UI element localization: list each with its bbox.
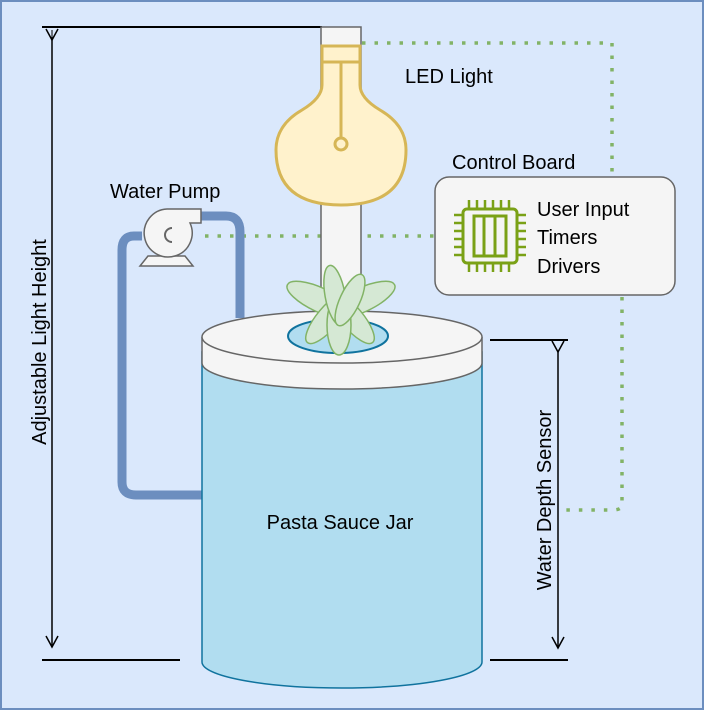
light-bulb-icon — [274, 44, 408, 207]
pasta-sauce-jar — [201, 310, 483, 689]
water-pump-label: Water Pump — [110, 181, 220, 203]
control-board-line: Drivers — [537, 256, 600, 278]
led-light-label: LED Light — [405, 66, 493, 88]
control-board — [434, 176, 676, 296]
microchip-icon — [454, 200, 526, 272]
led-signal-line — [362, 41, 614, 175]
sensor-signal-line — [560, 297, 624, 512]
light-height-label: Adjustable Light Height — [29, 239, 51, 445]
control-board-line: User Input — [537, 199, 630, 221]
plant-icon — [286, 264, 396, 356]
control-board-line: Timers — [537, 227, 597, 249]
water-pipe — [117, 211, 245, 500]
water-depth-dimension — [490, 339, 568, 661]
water-pump-icon — [138, 208, 202, 267]
water-depth-sensor-label: Water Depth Sensor — [534, 409, 556, 590]
light-height-dimension — [42, 26, 322, 661]
jar-label: Pasta Sauce Jar — [267, 512, 414, 534]
control-board-label: Control Board — [452, 152, 575, 174]
